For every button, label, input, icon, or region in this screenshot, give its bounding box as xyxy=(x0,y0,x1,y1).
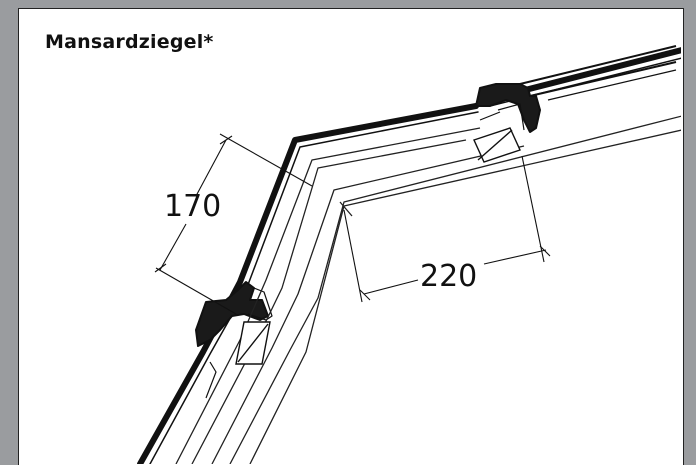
drawing-panel: Mansardziegel* xyxy=(18,8,684,465)
dimension-170 xyxy=(154,133,313,315)
inner-contour-lines xyxy=(175,115,681,464)
batten-upper xyxy=(473,127,521,163)
dimension-220 xyxy=(343,155,551,303)
batten-lower xyxy=(235,321,271,365)
tile-outer-skin xyxy=(137,47,681,464)
dimension-label-220: 220 xyxy=(420,259,477,294)
dimension-label-170: 170 xyxy=(164,189,221,224)
upper-interlock xyxy=(475,45,677,133)
lower-interlock xyxy=(195,281,273,399)
drawing-title: Mansardziegel* xyxy=(45,31,214,53)
